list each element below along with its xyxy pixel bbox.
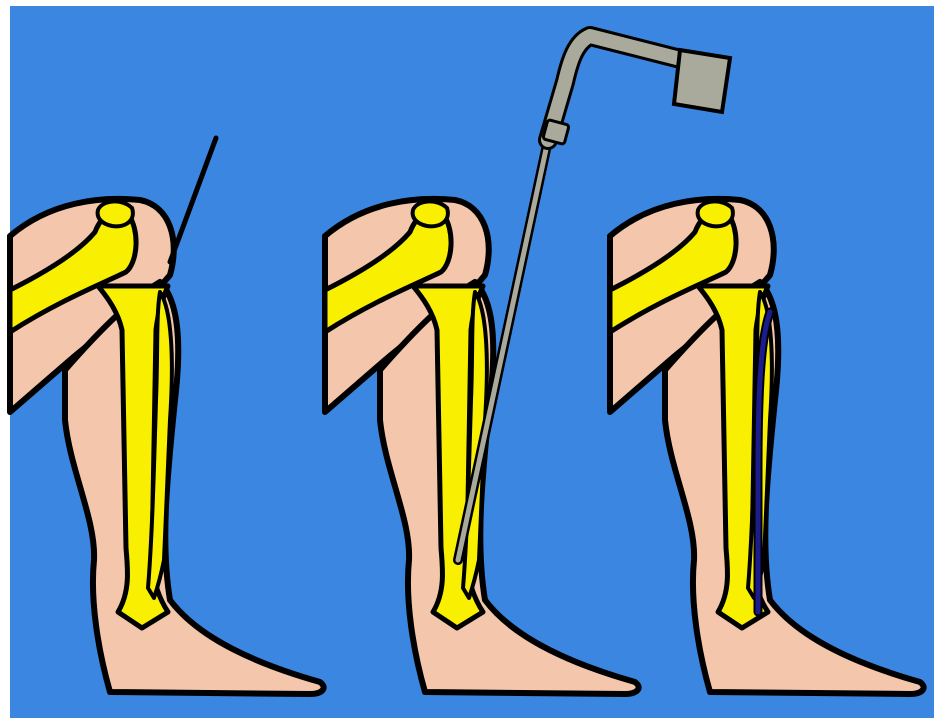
tibial-nailing-diagram — [0, 0, 938, 725]
illustration-stage — [0, 0, 938, 725]
